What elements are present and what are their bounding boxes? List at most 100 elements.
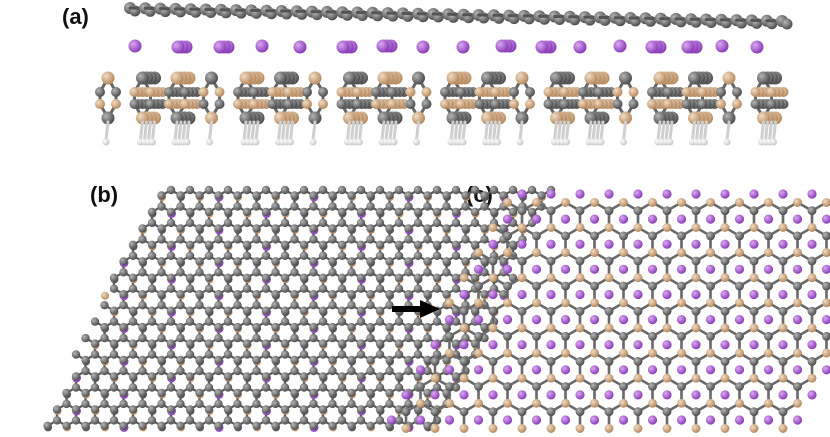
- carbon-atom: [138, 322, 147, 332]
- substrate-atom: [575, 223, 585, 232]
- intercalant-atom: [604, 390, 614, 400]
- carbon-atom: [561, 382, 570, 391]
- intercalant-atom: [778, 239, 788, 249]
- carbon-atom: [166, 339, 176, 348]
- carbon-atom: [677, 332, 686, 341]
- carbon-atom: [299, 350, 309, 359]
- carbon-atom: [100, 355, 109, 365]
- intercalant-atom: [336, 40, 350, 54]
- substrate-atom: [594, 99, 604, 109]
- intercalant-atom: [517, 390, 527, 400]
- carbon-atom: [233, 191, 242, 200]
- substrate-atom: [778, 223, 788, 232]
- carbon-atom: [337, 284, 347, 293]
- carbon-atom: [261, 405, 271, 414]
- carbon-atom: [749, 256, 759, 266]
- substrate-atom: [546, 373, 556, 383]
- carbon-atom: [157, 202, 166, 211]
- carbon-atom: [109, 416, 119, 425]
- carbon-atom: [138, 290, 147, 299]
- carbon-atom: [261, 240, 271, 249]
- carbon-atom: [271, 301, 280, 310]
- carbon-atom: [401, 407, 411, 417]
- substrate-atom: [532, 198, 541, 207]
- carbon-atom: [233, 366, 242, 376]
- hydrogen-atom: [413, 138, 420, 146]
- carbon-atom: [242, 273, 252, 282]
- carbon-atom: [451, 273, 461, 282]
- intercalant-atom: [618, 315, 629, 325]
- carbon-atom: [290, 388, 299, 398]
- carbon-atom: [138, 421, 147, 430]
- carbon-atom: [720, 206, 730, 215]
- carbon-atom: [242, 416, 252, 425]
- carbon-atom: [214, 333, 223, 343]
- carbon-atom: [470, 339, 480, 348]
- substrate-atom: [446, 71, 460, 85]
- bond: [177, 120, 183, 142]
- carbon-atom: [242, 306, 252, 315]
- bond: [660, 120, 666, 142]
- carbon-atom: [337, 251, 347, 260]
- carbon-atom: [204, 339, 214, 348]
- substrate-atom: [619, 111, 632, 125]
- carbon-atom: [546, 306, 556, 316]
- carbon-atom: [480, 322, 489, 332]
- carbon-atom: [328, 202, 337, 211]
- substrate-atom: [517, 273, 527, 283]
- substrate-atom: [543, 87, 554, 97]
- carbon-atom: [252, 290, 261, 299]
- substrate-atom: [308, 71, 322, 85]
- carbon-atom: [261, 251, 271, 260]
- intercalant-atom: [807, 340, 817, 350]
- carbon-atom: [166, 416, 176, 425]
- carbon-atom: [166, 273, 176, 282]
- carbon-atom: [366, 421, 375, 430]
- carbon-atom: [252, 388, 261, 398]
- carbon-atom: [138, 224, 147, 233]
- intercalant-atom: [807, 239, 817, 249]
- carbon-atom: [204, 306, 214, 315]
- intercalant-atom: [715, 39, 729, 53]
- intercalant-atom: [734, 415, 745, 425]
- carbon-atom: [280, 317, 290, 326]
- bond: [151, 120, 156, 142]
- carbon-atom: [52, 405, 62, 414]
- carbon-atom: [488, 407, 498, 417]
- carbon-atom: [195, 191, 204, 200]
- bond: [622, 120, 627, 142]
- carbon-atom: [822, 281, 830, 291]
- carbon-atom: [337, 218, 347, 228]
- carbon-atom: [147, 372, 157, 381]
- carbon-atom: [242, 350, 252, 359]
- substrate-atom: [205, 111, 218, 125]
- carbon-atom: [508, 207, 518, 217]
- intercalant-atom: [444, 415, 455, 425]
- substrate-atom: [488, 424, 498, 433]
- carbon-atom: [271, 268, 280, 277]
- carbon-atom: [157, 421, 166, 430]
- carbon-atom: [385, 388, 394, 398]
- carbon-atom: [461, 202, 470, 211]
- intercalant-atom: [502, 315, 513, 325]
- carbon-atom: [337, 383, 347, 392]
- carbon-atom: [242, 372, 252, 381]
- substrate-atom: [648, 198, 657, 207]
- substrate-atom: [647, 87, 657, 97]
- carbon-atom: [394, 185, 404, 195]
- substrate-atom: [590, 399, 599, 408]
- substrate-atom: [474, 298, 483, 308]
- carbon-atom: [662, 206, 672, 215]
- carbon-atom: [413, 207, 423, 217]
- carbon-atom: [375, 207, 385, 217]
- substrate-atom: [578, 87, 588, 97]
- carbon-atom: [271, 399, 280, 409]
- intercalant-atom: [430, 340, 440, 350]
- carbon-atom: [195, 235, 204, 244]
- carbon-atom: [185, 339, 195, 348]
- carbon-atom: [366, 268, 375, 277]
- carbon-atom: [432, 185, 442, 195]
- carbon-atom: [532, 332, 541, 341]
- carbon-atom: [109, 405, 119, 414]
- intercalant-atom: [293, 40, 307, 54]
